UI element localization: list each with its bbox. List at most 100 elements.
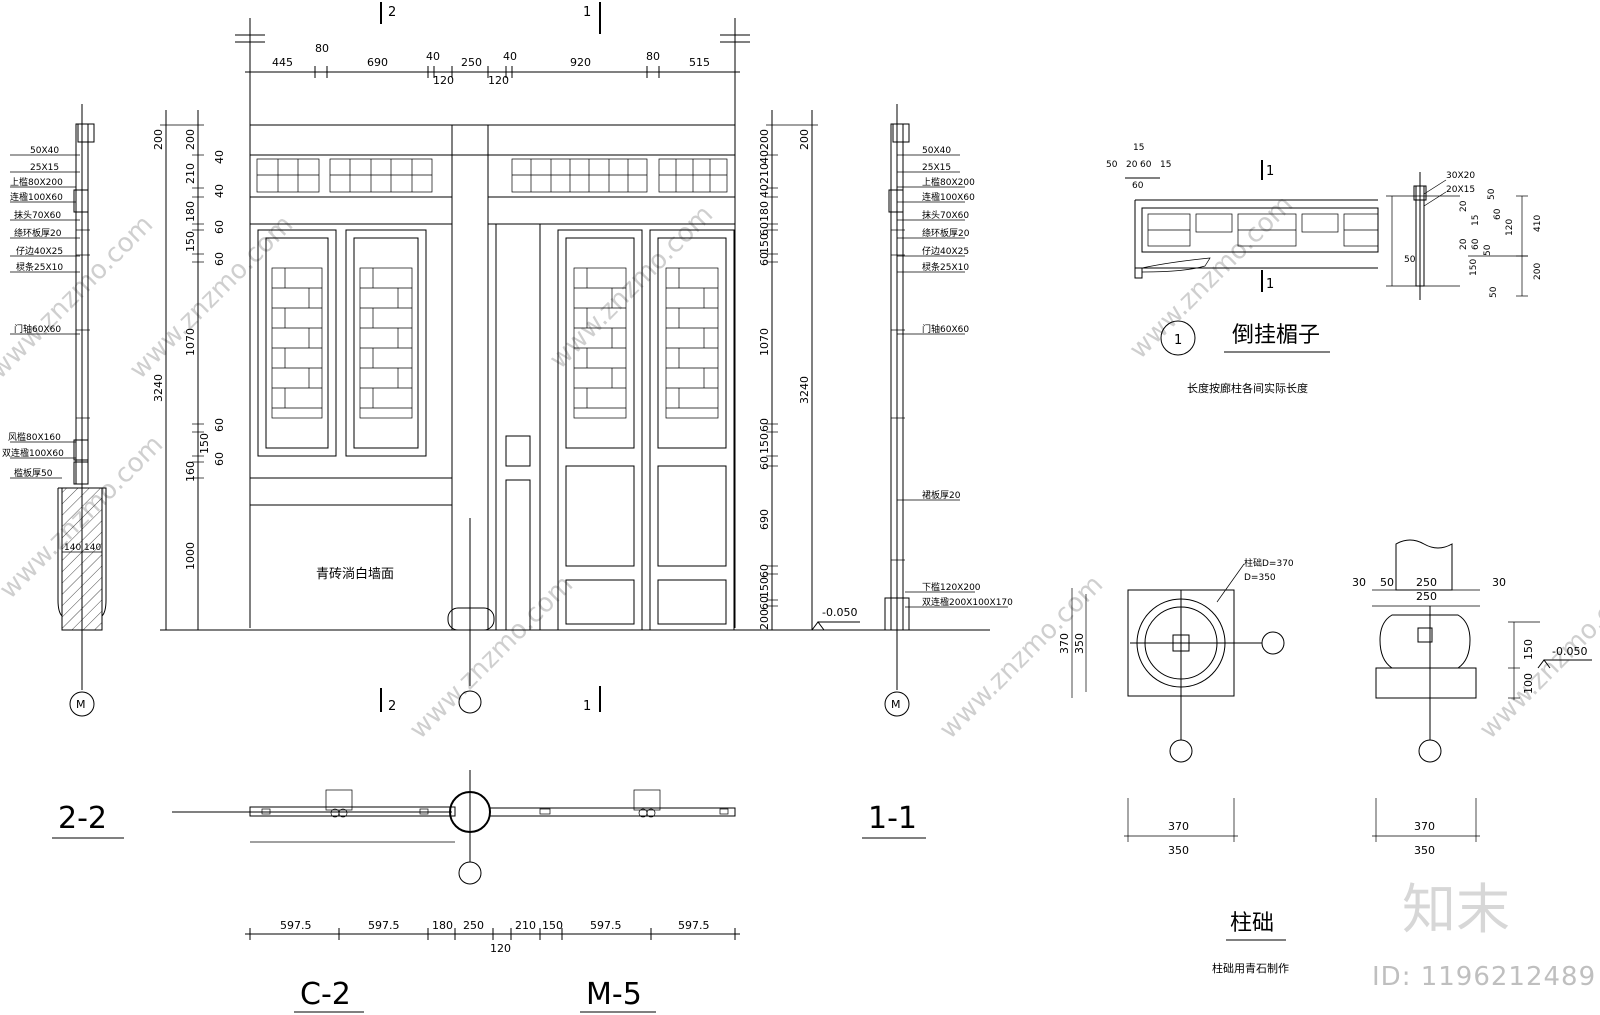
dim-text: 40 (503, 50, 517, 63)
title-m-5: M-5 (586, 977, 642, 1012)
dim-text: 60 (758, 564, 771, 578)
dim-text: 150 (184, 231, 197, 252)
dim-text: 40 (758, 150, 771, 164)
dim-text: 60 (1140, 160, 1152, 170)
dim-text: 597.5 (368, 919, 400, 932)
dim-text: 445 (272, 56, 293, 69)
dim-text: 15 (1471, 215, 1481, 226)
dim-text: 200 (1533, 263, 1543, 280)
dim-text: 120 (490, 942, 511, 955)
lattice-right (573, 267, 719, 419)
dim-text: 210 (515, 919, 536, 932)
dim-text: 60 (213, 452, 226, 466)
dim-text: 410 (1533, 215, 1543, 232)
dim-text: 15 (1133, 143, 1144, 153)
section-1-1: M 50X40 25X15 上槛80X200 连楹100X60 抹头70X60 … (884, 104, 1013, 717)
part-label: 50X40 (922, 146, 951, 156)
dim-text: 515 (689, 56, 710, 69)
watermark-text: www.znzmo.com (544, 200, 719, 375)
base-note: 柱础用青石制作 (1212, 961, 1289, 975)
part-label: 抹头70X60 (922, 209, 969, 221)
section-mark-2: 2 (388, 5, 396, 20)
dim-text: 250 (1416, 590, 1437, 603)
part-label: 柱础D=370 (1244, 557, 1294, 569)
section-2-2: 140 140 M 50X40 25X15 上槛80X200 连楹100X60 … (2, 104, 107, 717)
section-mark-1: 1 (583, 699, 591, 714)
dim-text: 690 (758, 509, 771, 530)
dim-text: 200 (758, 129, 771, 150)
part-label: 仔边40X25 (922, 245, 969, 257)
dim-text: 597.5 (280, 919, 312, 932)
part-label: 风槛80X160 (8, 431, 61, 443)
dim-text: 180 (432, 919, 453, 932)
grid-marker: M (76, 698, 86, 711)
part-label: 绦环板厚20 (922, 227, 970, 239)
window-panel-left (257, 229, 427, 457)
dim-text: 40 (213, 184, 226, 198)
brand-logo-text: 知末 (1402, 878, 1510, 941)
dim-text: 60 (213, 220, 226, 234)
dim-text: 80 (315, 42, 329, 55)
part-label: 裙板厚20 (922, 489, 961, 501)
dim-text: 1070 (184, 328, 197, 356)
dim-text: 100 (1522, 673, 1535, 694)
dim-text: 200 (152, 129, 165, 150)
dim-text: 60 (213, 418, 226, 432)
dim-text: 210 (184, 163, 197, 184)
dim-text: 3240 (152, 374, 165, 402)
section-mark-1: 1 (583, 5, 591, 20)
dim-text: 370 (1058, 633, 1071, 654)
dim-text: 597.5 (678, 919, 710, 932)
view-titles: 2-2 1-1 C-2 M-5 (52, 801, 926, 1013)
dim-text: 20 (1126, 160, 1138, 170)
dim-text: 350 (1168, 844, 1189, 857)
transom-window-right (511, 158, 728, 193)
dim-text: 20 (1459, 238, 1469, 250)
dim-text: 150 (1469, 259, 1479, 276)
part-label: 抹头70X60 (14, 209, 61, 221)
dim-text: 60 (758, 418, 771, 432)
title-c-2: C-2 (300, 977, 351, 1012)
dim-text: 210 (758, 163, 771, 184)
dim-text: 60 (1493, 208, 1503, 220)
dim-text: 60 (1471, 238, 1481, 250)
part-label: 上槛80X200 (922, 176, 975, 188)
dim-text: 150 (198, 433, 211, 454)
dim-text: 30 (1352, 576, 1366, 589)
dim-text: 200 (758, 609, 771, 630)
dim-text: 50 (1106, 160, 1118, 170)
dim-text: 150 (758, 433, 771, 454)
grid-marker: M (891, 698, 901, 711)
plan-view: 597.5 597.5 180 250 210 150 597.5 597.5 … (172, 770, 740, 955)
level-mark: -0.050 (1552, 645, 1587, 658)
base-title: 柱础 (1230, 911, 1274, 936)
dim-text: 50 (1483, 244, 1493, 256)
lattice-left (271, 267, 413, 419)
dim-text: 920 (570, 56, 591, 69)
dim-text: 50 (1489, 286, 1499, 298)
dim-text: 140 (64, 543, 81, 553)
part-label: 25X15 (30, 163, 59, 173)
part-label: 25X15 (922, 163, 951, 173)
dim-text: 200 (184, 129, 197, 150)
watermark-text: www.znzmo.com (934, 570, 1109, 745)
dim-text: 1070 (758, 328, 771, 356)
dim-text: 60 (758, 222, 771, 236)
part-label: 棂条25X10 (922, 261, 969, 273)
dim-text: 30 (1492, 576, 1506, 589)
dim-text: 80 (646, 50, 660, 63)
dim-text: 120 (1505, 219, 1515, 236)
dim-text: 60 (758, 252, 771, 266)
image-id: ID: 1196212489 (1372, 962, 1596, 992)
part-label: 20X15 (1446, 185, 1475, 195)
dim-text: 350 (1073, 633, 1086, 654)
part-label: 连楹100X60 (10, 191, 63, 203)
door-narrow (495, 223, 541, 631)
dim-text: 250 (461, 56, 482, 69)
level-mark: -0.050 (822, 606, 857, 619)
m5-elevation: 2 1 445 80 690 40 250 40 920 80 515 120 … (152, 2, 990, 714)
part-label: 门轴60X60 (922, 323, 969, 335)
dim-text: 40 (758, 184, 771, 198)
dim-text: 370 (1414, 820, 1435, 833)
